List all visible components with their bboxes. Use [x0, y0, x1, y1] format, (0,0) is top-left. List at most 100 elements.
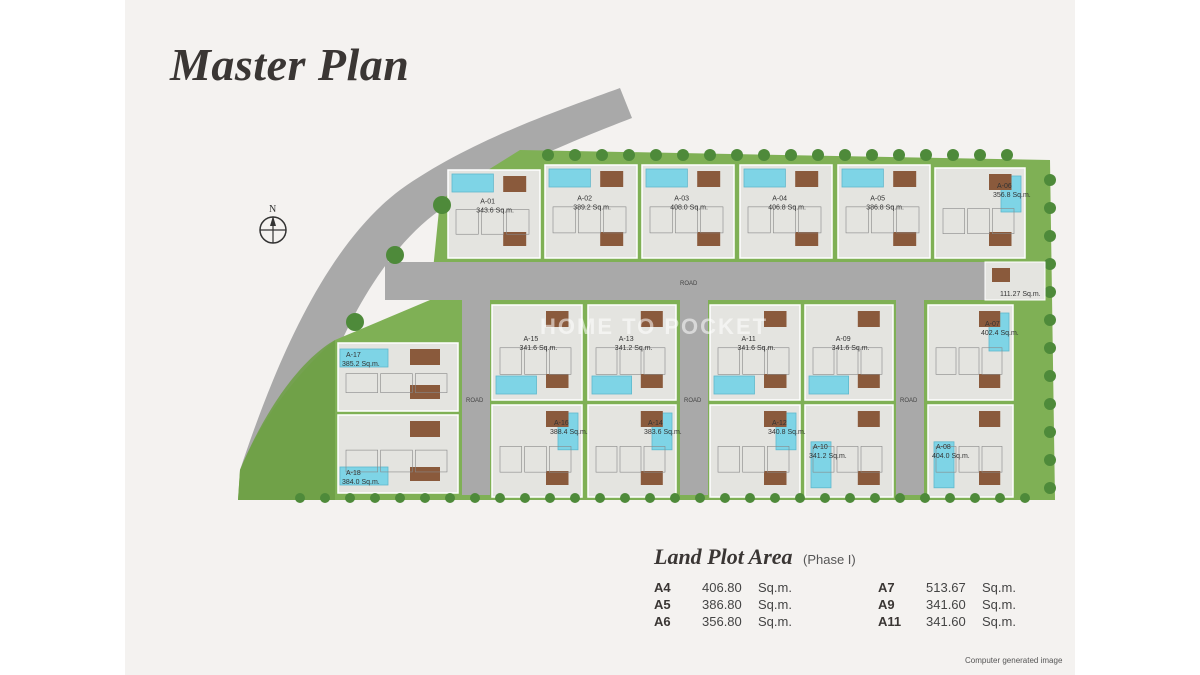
legend-code: A9 [878, 597, 895, 612]
tree-icon [704, 149, 716, 161]
plot-area: 406.8 Sq.m. [768, 204, 806, 211]
room [345, 449, 378, 473]
room [992, 208, 1015, 235]
plot-code: A-16 [554, 420, 569, 427]
pool [495, 375, 537, 395]
plot-code: A-02 [577, 195, 592, 202]
room [619, 347, 642, 375]
tree-icon [1044, 398, 1056, 410]
deck [503, 232, 527, 246]
plot-area: 385.2 Sq.m. [342, 361, 380, 368]
plot-code: A-05 [870, 195, 885, 202]
legend-code: A4 [654, 580, 671, 595]
room [455, 209, 479, 235]
plot-area: 388.4 Sq.m. [550, 429, 588, 436]
tree-icon [893, 149, 905, 161]
tree-icon [995, 493, 1005, 503]
tree-icon [1044, 258, 1056, 270]
pool [713, 375, 755, 395]
tree-icon [970, 493, 980, 503]
legend-unit: Sq.m. [982, 580, 1016, 595]
room [958, 446, 980, 473]
legend-value: 341.60 [926, 614, 966, 629]
plot-area: 386.8 Sq.m. [866, 204, 904, 211]
deck [640, 471, 663, 485]
tree-icon [569, 149, 581, 161]
tree-icon [1044, 230, 1056, 242]
deck [857, 374, 880, 388]
plot-area: 341.2 Sq.m. [809, 453, 847, 460]
tree-icon [470, 493, 480, 503]
road-label: ROAD [684, 398, 702, 404]
tree-icon [542, 149, 554, 161]
deck [546, 374, 569, 388]
tree-icon [1044, 286, 1056, 298]
legend-unit: Sq.m. [982, 597, 1016, 612]
room [742, 347, 765, 375]
deck [979, 411, 1001, 427]
room [578, 206, 601, 234]
room [773, 206, 796, 234]
plot-code: A-15 [524, 336, 539, 343]
tree-icon [845, 493, 855, 503]
plot-a-05[interactable]: A-05 386.8 Sq.m. [837, 164, 931, 259]
tree-icon [320, 493, 330, 503]
tree-icon [945, 493, 955, 503]
plot-code: A-09 [836, 336, 851, 343]
plot-area: 343.6 Sq.m. [476, 207, 514, 214]
room [345, 373, 378, 393]
room [643, 347, 666, 375]
plot-code: A-18 [346, 470, 361, 477]
plot-code: A-08 [936, 444, 951, 451]
tree-icon [670, 493, 680, 503]
plot-a-06[interactable]: A-06 356.8 Sq.m. [934, 167, 1031, 259]
room [649, 206, 673, 234]
page-title: Master Plan [170, 39, 410, 90]
plot-area: 402.4 Sq.m. [981, 330, 1019, 337]
legend-value: 406.80 [702, 580, 742, 595]
tree-icon [920, 149, 932, 161]
pool [645, 168, 688, 188]
hatched-lawn [238, 340, 335, 500]
legend-value: 386.80 [702, 597, 742, 612]
plot-code: A-03 [674, 195, 689, 202]
tree-icon [620, 493, 630, 503]
plot-code: A-06 [997, 183, 1012, 190]
room [603, 206, 627, 234]
deck [600, 171, 624, 187]
deck [893, 171, 917, 187]
legend-unit: Sq.m. [758, 614, 792, 629]
main-road [385, 262, 1025, 300]
deck [764, 374, 787, 388]
north-compass: N [259, 204, 287, 244]
footnote: Computer generated image [965, 656, 1063, 665]
tree-icon [386, 246, 404, 264]
room [981, 446, 1003, 473]
plot-area: 356.8 Sq.m. [993, 192, 1031, 199]
plot-a-16[interactable]: A-16 388.4 Sq.m. [491, 404, 588, 498]
deck [764, 471, 787, 485]
deck [893, 232, 917, 246]
deck [503, 176, 527, 192]
deck [989, 232, 1012, 246]
